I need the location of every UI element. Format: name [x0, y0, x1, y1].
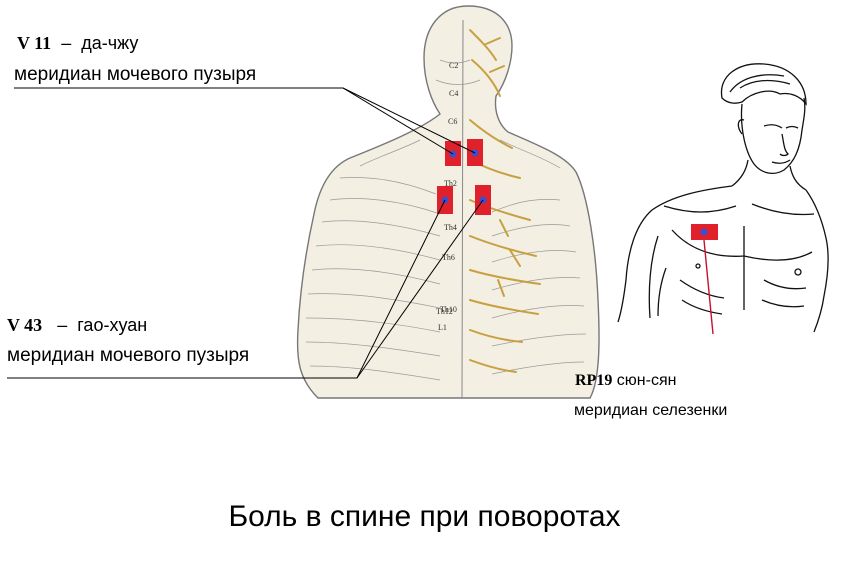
chest-figure [617, 63, 829, 333]
rp19-code: RP19 [575, 372, 613, 389]
v43-label: V 43 – гао-хуан [7, 315, 147, 336]
nerve-branches [469, 29, 541, 373]
vertebra-label: C6 [448, 117, 457, 126]
rp19-meridian: меридиан селезенки [574, 402, 728, 419]
rp19-name: сюн-сян [616, 372, 677, 389]
vertebra-label: C4 [449, 89, 458, 98]
back-figure: C2 C4 C6 Th2 Th4 Th6 Th10 Th12 L1 [296, 5, 600, 399]
v11-dash: – [61, 33, 72, 53]
page-title: Боль в спине при поворотах [228, 500, 621, 533]
v43-code: V 43 [7, 315, 43, 335]
v11-label: V 11 – да-чжу [17, 33, 138, 54]
contour-lines [305, 59, 587, 381]
vertebra-labels: C2 C4 C6 Th2 Th4 Th6 Th10 Th12 L1 [436, 61, 458, 332]
v43-name: гао-хуан [77, 315, 148, 335]
v11-code: V 11 [17, 33, 52, 53]
v43-meridian: меридиан мочевого пузыря [7, 345, 250, 366]
vertebra-label: Th4 [444, 223, 457, 232]
rp19-marker-group [691, 224, 718, 335]
v11-name: да-чжу [81, 33, 139, 53]
vertebra-label: C2 [449, 61, 458, 70]
vertebra-label: L1 [438, 323, 447, 332]
rp19-label: RP19 сюн-сян [575, 372, 676, 390]
leader-lines [7, 87, 484, 379]
v11-meridian: меридиан мочевого пузыря [14, 64, 257, 85]
spine-line [461, 19, 464, 399]
vertebra-label: Th6 [442, 253, 455, 262]
v43-dash: – [57, 315, 68, 335]
vertebra-label: Th2 [444, 179, 457, 188]
vertebra-label: Th10 [440, 305, 457, 314]
vertebra-label: Th12 [436, 307, 453, 316]
rp19-leader [703, 239, 714, 335]
